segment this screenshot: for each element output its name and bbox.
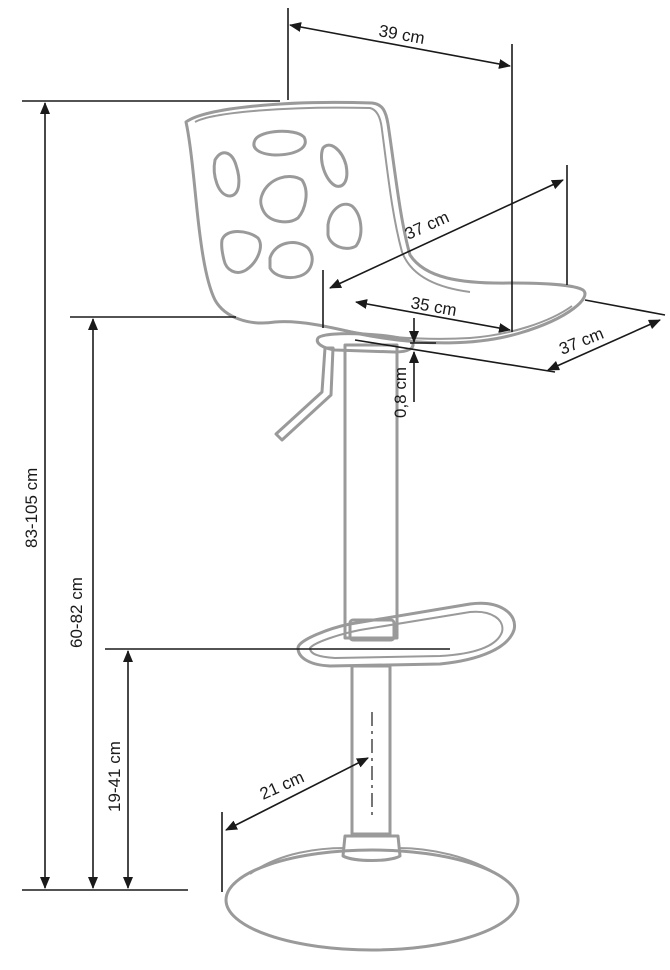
hole-3 — [320, 143, 349, 188]
disc-base-top — [249, 847, 501, 877]
dim-line-back-width — [289, 22, 511, 69]
hole-5 — [326, 202, 363, 250]
label-footrest-height: 19-41 cm — [105, 741, 124, 812]
gas-lever — [274, 346, 335, 442]
label-total-height: 83-105 cm — [22, 468, 41, 548]
hole-6 — [220, 230, 262, 274]
dim-line-seat-width-outer — [547, 319, 661, 371]
label-base-radius: 21 cm — [257, 767, 307, 803]
hole-4 — [259, 175, 308, 224]
seat-shell — [184, 100, 587, 345]
dim-line-seat-depth — [329, 179, 564, 289]
hole-7 — [268, 241, 314, 280]
dim-line-seat-width-inner — [355, 299, 511, 333]
label-seat-width-outer: 37 cm — [556, 324, 606, 359]
dimension-lines — [22, 8, 666, 892]
upper-column — [343, 343, 399, 640]
label-seat-height: 60-82 cm — [67, 577, 86, 648]
stool-drawing — [184, 100, 587, 952]
hole-1 — [252, 129, 307, 157]
hole-2 — [212, 151, 241, 198]
shell-inner-edge — [194, 106, 471, 293]
mechanism-plate — [315, 332, 415, 354]
footrest-ring — [296, 601, 517, 668]
label-seat-width-inner: 35 cm — [409, 293, 458, 320]
label-back-width: 39 cm — [377, 21, 426, 48]
footrest-ring-inner — [308, 610, 504, 660]
lower-column — [350, 664, 392, 836]
dim-line-base-radius — [225, 757, 369, 831]
base-collar — [341, 834, 402, 862]
footrest-clamp — [348, 618, 396, 642]
dimension-labels: 39 cm 37 cm 35 cm 37 cm 0,8 cm 83-105 cm… — [22, 21, 606, 812]
label-seat-depth: 37 cm — [402, 207, 452, 243]
label-seat-thickness: 0,8 cm — [391, 367, 410, 418]
disc-base — [224, 848, 520, 952]
back-holes — [212, 129, 363, 280]
